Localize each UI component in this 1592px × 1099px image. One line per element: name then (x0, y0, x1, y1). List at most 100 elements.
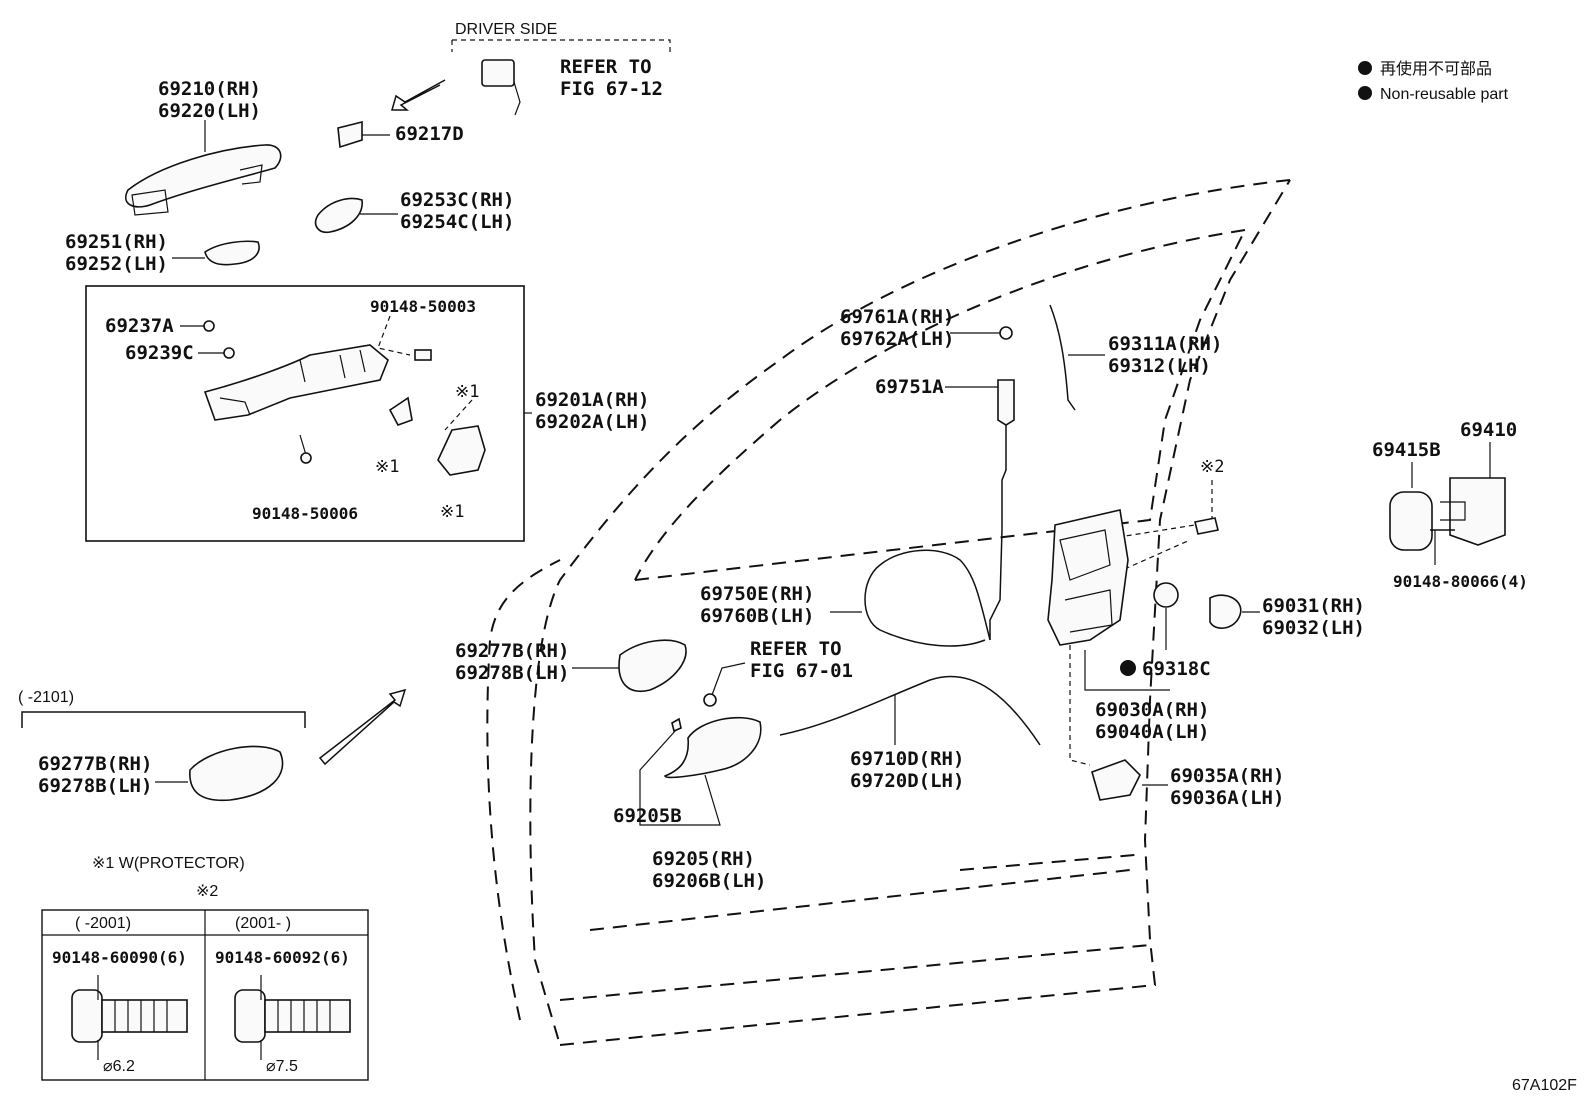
table-part-1: 90148-60090(6) (52, 948, 187, 967)
non-reusable-dot-icon (1120, 660, 1136, 676)
p69311-label-rh: 69311A(RH) (1108, 333, 1222, 355)
bolt-60090-shank-part (101, 999, 188, 1033)
p69710-label-lh: 69720D(LH) (850, 770, 964, 792)
p69035-link-part (1091, 759, 1141, 801)
p69237a-label: 69237A (105, 315, 174, 337)
bolt-80066-label: 90148-80066(4) (1393, 572, 1528, 591)
p69318c-seal-part (1153, 582, 1179, 608)
driver-side-group: DRIVER SIDE REFER TO FIG 67-12 (391, 21, 671, 116)
door-lock-part (1047, 509, 1129, 646)
p69277-left-label-rh: 69277B(RH) (38, 753, 152, 775)
p69205b-label: 69205B (613, 805, 682, 827)
bolt-60092-shank-part (264, 999, 351, 1033)
outside-handle-group: 69210(RH) 69220(LH) 69217D 69253C(RH) 69… (65, 78, 514, 275)
arrow-to-handle-icon (391, 79, 446, 111)
table-part-2: 90148-60092(6) (215, 948, 350, 967)
mark1-c: ※1 (440, 502, 464, 522)
door-lock-group: ※2 69318C 69030A(RH) 69040A(LH) 69031(RH… (1047, 457, 1365, 743)
p69035-label-rh: 69035A(RH) (1170, 765, 1284, 787)
legend-jp: 再使用不可部品 (1380, 60, 1492, 78)
legend-en: Non-reusable part (1380, 86, 1509, 103)
assembly-label-rh: 69201A(RH) (535, 389, 649, 411)
inside-handle-part (664, 716, 762, 779)
p69311-rod-part (1049, 304, 1076, 411)
p69761-label-lh: 69762A(LH) (840, 328, 954, 350)
legend: 再使用不可部品 Non-reusable part (1358, 60, 1509, 103)
p69311-label-lh: 69312(LH) (1108, 355, 1211, 377)
bolt-table: ※1 W(PROTECTOR) ※2 ( -2001) (2001- ) 901… (41, 855, 369, 1081)
key-cylinder-part (481, 59, 515, 87)
p69415b-label: 69415B (1372, 439, 1441, 461)
refer-fig-6712-line1: REFER TO (560, 56, 652, 78)
bolt-50006-part (300, 452, 312, 464)
bolt-50006-label: 90148-50006 (252, 504, 358, 523)
p69761-clip-part (999, 326, 1013, 340)
p69237a-clip-part (203, 320, 215, 332)
p69277-top-label-lh: 69278B(LH) (455, 662, 569, 684)
lock-assembly-label-lh: 69040A(LH) (1095, 721, 1209, 743)
refer-fig-6701-line1: REFER TO (750, 638, 842, 660)
frame-box: 69237A 69239C 90148-50003 90148-50006 ※1… (85, 285, 649, 542)
p69031-label-lh: 69032(LH) (1262, 617, 1365, 639)
p69751a-rod-part (997, 379, 1015, 426)
assembly-label-lh: 69202A(LH) (535, 411, 649, 433)
p69031-label-rh: 69031(RH) (1262, 595, 1365, 617)
p69251-label-rh: 69251(RH) (65, 231, 168, 253)
p69410-striker-part (1449, 477, 1506, 546)
p69239c-label: 69239C (125, 342, 194, 364)
p69253-label-lh: 69254C(LH) (400, 211, 514, 233)
p69239c-clip-part (223, 347, 235, 359)
lock-screw-part (1194, 517, 1219, 535)
p69205b-clip-part (671, 717, 682, 733)
table-note1: ※1 W(PROTECTOR) (92, 855, 245, 872)
top-center-group: 69761A(RH) 69762A(LH) 69751A 69311A(RH) … (840, 304, 1222, 640)
p69750-cable-part (864, 549, 991, 647)
inside-handle-label-lh: 69206B(LH) (652, 870, 766, 892)
p69750-label-lh: 69760B(LH) (700, 605, 814, 627)
p69277-top-label-rh: 69277B(RH) (455, 640, 569, 662)
arrow-to-door-icon (318, 688, 407, 766)
p69217d-label: 69217D (395, 123, 464, 145)
p69318c-label: 69318C (1142, 658, 1211, 680)
p69277-left-label-lh: 69278B(LH) (38, 775, 152, 797)
non-reusable-dot-icon (1358, 86, 1372, 100)
left-bezel-group: ( -2101) 69277B(RH) 69278B(LH) (18, 688, 407, 802)
figure-code: 67A102F (1512, 1077, 1577, 1094)
p69277-left-range: ( -2101) (18, 689, 74, 706)
refer-fig-6712-line2: FIG 67-12 (560, 78, 663, 100)
non-reusable-dot-icon (1358, 61, 1372, 75)
p69253-pad-part (314, 197, 363, 234)
p69251-label-lh: 69252(LH) (65, 253, 168, 275)
p69761-label-rh: 69761A(RH) (840, 306, 954, 328)
p69410-label: 69410 (1460, 419, 1517, 441)
door-outline (486, 179, 1291, 1046)
frame-bracket-part (388, 396, 413, 426)
p69035-label-lh: 69036A(LH) (1170, 787, 1284, 809)
p69750-label-rh: 69750E(RH) (700, 583, 814, 605)
refer-fig-6701-line2: FIG 67-01 (750, 660, 853, 682)
lock-assembly-label-rh: 69030A(RH) (1095, 699, 1209, 721)
outside-handle-part (125, 144, 282, 208)
p69277-left-bezel-part (189, 745, 284, 802)
p69710-cable-part (779, 675, 1041, 746)
striker-group: 69415B 69410 90148-80066(4) (1372, 419, 1528, 591)
mark2-label: ※2 (1200, 457, 1224, 477)
bolt-50003-part (414, 349, 432, 361)
driver-side-label: DRIVER SIDE (455, 21, 557, 38)
mark1-b: ※1 (455, 382, 479, 402)
p69253-label-rh: 69253C(RH) (400, 189, 514, 211)
refer-6701-clip-part (703, 693, 717, 707)
cable-group: 69750E(RH) 69760B(LH) 69710D(RH) 69720D(… (700, 549, 1041, 792)
table-note2: ※2 (196, 883, 218, 900)
p69217d-cap-part (337, 120, 363, 149)
table-dim-2: ⌀7.5 (266, 1058, 298, 1075)
inside-handle-group: 69277B(RH) 69278B(LH) REFER TO FIG 67-01… (455, 638, 853, 892)
mark1-a: ※1 (375, 457, 399, 477)
table-header-1: ( -2001) (75, 915, 131, 932)
p69277-bezel-part (618, 639, 687, 692)
lock-cylinder-part (437, 425, 486, 476)
outside-handle-label-lh: 69220(LH) (158, 100, 261, 122)
p69251-pad-part (204, 240, 260, 266)
control-link-group: 69035A(RH) 69036A(LH) (1069, 645, 1284, 809)
